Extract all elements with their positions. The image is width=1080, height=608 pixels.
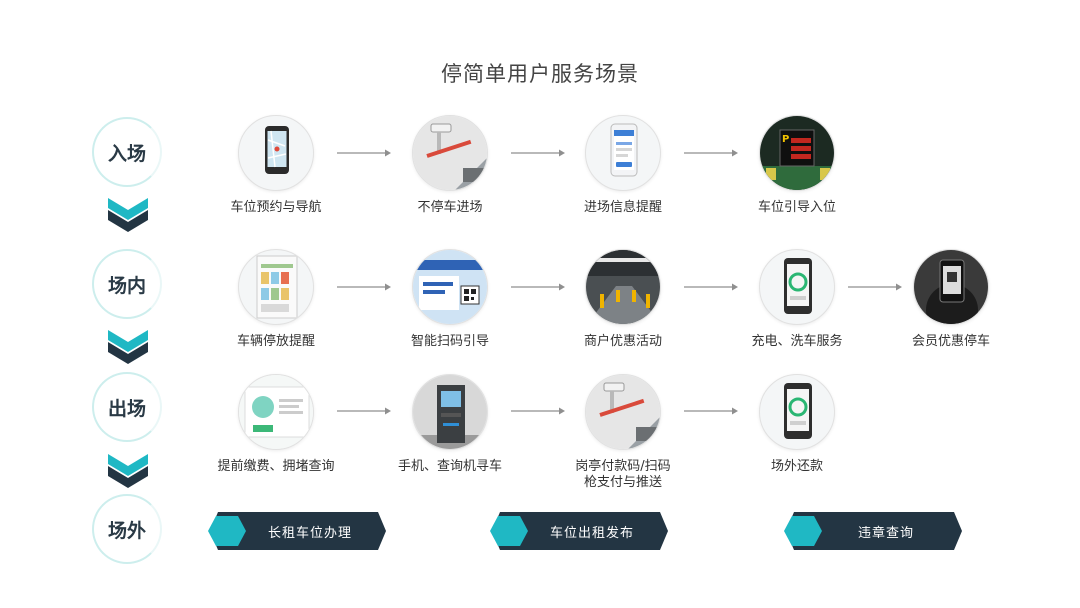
banner-space-rental-post: 车位出租发布 (490, 512, 668, 550)
phone-map-icon (238, 115, 314, 191)
phone-parking-map-icon (238, 249, 314, 325)
scenario-prepay-congestion: 提前缴费、拥堵查询 (186, 374, 366, 475)
banner-long-term-rental: 长租车位办理 (208, 512, 386, 550)
svg-text:P: P (782, 134, 789, 145)
scenario-offsite-payment: 场外还款 (707, 374, 887, 475)
arrow-right-icon (337, 149, 391, 157)
scenario-smart-scan-guide: 智能扫码引导 (360, 249, 540, 350)
scenario-label: 岗亭付款码/扫码 枪支付与推送 (533, 459, 713, 491)
scenario-label-line-1: 岗亭付款码/扫码 (575, 459, 671, 474)
arrow-right-icon (684, 149, 738, 157)
arrow-right-icon (511, 149, 565, 157)
chevron-down-icon (108, 454, 148, 488)
scenario-label: 车辆停放提醒 (236, 334, 315, 349)
arrow-right-icon (337, 283, 391, 291)
arrow-right-icon (684, 283, 738, 291)
arrow-right-icon (337, 407, 391, 415)
scenario-label: 智能扫码引导 (410, 334, 489, 349)
parking-guide-icon: P (759, 115, 835, 191)
phone-charge-icon (759, 374, 835, 450)
scenario-label: 进场信息提醒 (583, 200, 662, 215)
arrow-right-icon (511, 283, 565, 291)
scenario-reservation-navigation: 车位预约与导航 (186, 115, 366, 216)
camera-gate-icon (585, 374, 661, 450)
scenario-label: 场外还款 (770, 459, 823, 474)
scenario-label: 车位引导入位 (757, 200, 836, 215)
stage-exit: 出场 (92, 372, 162, 442)
banner-violation-query: 违章查询 (784, 512, 962, 550)
scenario-no-stop-entry: 不停车进场 (360, 115, 540, 216)
scenario-label: 商户优惠活动 (583, 334, 662, 349)
scenario-label: 手机、查询机寻车 (397, 459, 502, 474)
arrow-right-icon (684, 407, 738, 415)
chevron-down-icon (108, 330, 148, 364)
banner-label: 违章查询 (857, 525, 914, 541)
stage-outside: 场外 (92, 494, 162, 564)
pay-screen-icon (238, 374, 314, 450)
scenario-charging-washing: 充电、洗车服务 (707, 249, 887, 350)
banner-label: 车位出租发布 (549, 525, 634, 541)
arrow-right-icon (848, 283, 902, 291)
chevron-down-icon (108, 198, 148, 232)
stage-entry: 入场 (92, 117, 162, 187)
scenario-label: 不停车进场 (417, 200, 483, 215)
page-title: 停简单用户服务场景 (441, 62, 639, 86)
garage-icon (585, 249, 661, 325)
scenario-find-car: 手机、查询机寻车 (360, 374, 540, 475)
scenario-member-parking: 会员优惠停车 (861, 249, 1041, 350)
scenario-label: 提前缴费、拥堵查询 (217, 459, 335, 474)
scenario-label: 充电、洗车服务 (751, 334, 843, 349)
scenario-entry-notice: 进场信息提醒 (533, 115, 713, 216)
phone-notice-icon (585, 115, 661, 191)
qr-sign-icon (412, 249, 488, 325)
banner-label: 长租车位办理 (267, 525, 352, 541)
kiosk-icon (412, 374, 488, 450)
stage-inside: 场内 (92, 249, 162, 319)
scenario-label: 车位预约与导航 (230, 200, 322, 215)
scenario-booth-payment: 岗亭付款码/扫码 枪支付与推送 (533, 374, 713, 491)
scenario-parking-reminder: 车辆停放提醒 (186, 249, 366, 350)
arrow-right-icon (511, 407, 565, 415)
scenario-merchant-offers: 商户优惠活动 (533, 249, 713, 350)
scenario-space-guidance: P 车位引导入位 (707, 115, 887, 216)
camera-gate-icon (412, 115, 488, 191)
phone-charge-icon (759, 249, 835, 325)
scenario-label-line-2: 枪支付与推送 (583, 475, 662, 490)
phone-in-car-icon (913, 249, 989, 325)
scenario-label: 会员优惠停车 (911, 334, 990, 349)
